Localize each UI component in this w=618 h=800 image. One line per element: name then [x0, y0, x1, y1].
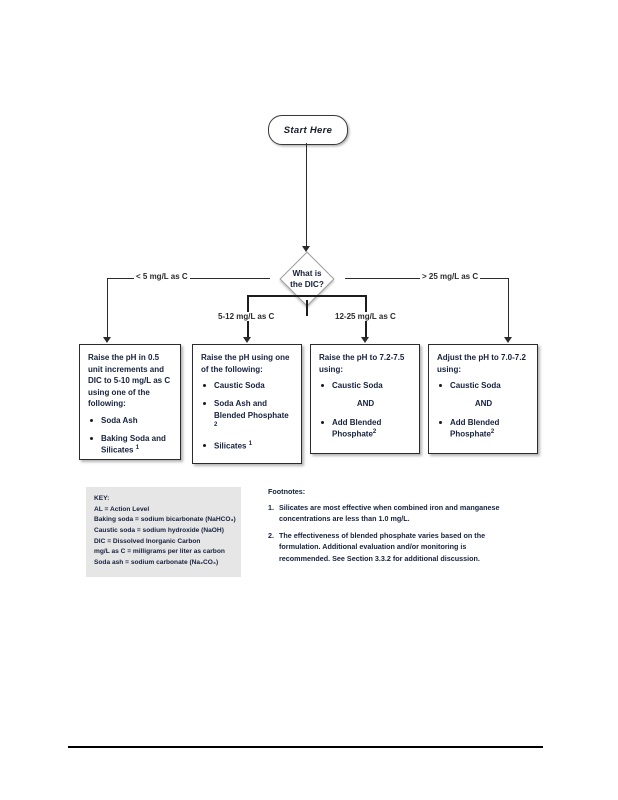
branch-label-mid-right: 12-25 mg/L as C [333, 312, 398, 321]
action-box-1-heading: Raise the pH in 0.5 unit increments and … [88, 353, 171, 409]
action-box-3: Raise the pH to 7.2-7.5 using: Caustic S… [310, 344, 420, 454]
action-box-4-conjunction: AND [474, 399, 493, 409]
key-line-5: mg/L as C = milligrams per liter as carb… [94, 548, 225, 556]
key-line-3: Caustic soda = sodium hydroxide (NaOH) [94, 527, 224, 535]
start-node-label: Start Here [283, 124, 333, 136]
action-box-2-item-3: Silicates 1 [201, 440, 294, 452]
branch-label-left: < 5 mg/L as C [134, 272, 190, 281]
action-box-2-list: Caustic Soda Soda Ash and Blended Phosph… [201, 380, 294, 451]
action-box-3-conjunction: AND [356, 399, 375, 409]
action-box-4-heading: Adjust the pH to 7.0-7.2 using: [437, 353, 526, 374]
action-box-2-item-2: Soda Ash and Blended Phosphate 2 [201, 398, 294, 432]
footnote-ref-2b: 2 [372, 428, 377, 435]
action-box-4: Adjust the pH to 7.0-7.2 using: Caustic … [428, 344, 538, 454]
connector-middle-horizontal [247, 295, 366, 297]
branch-label-mid-left: 5-12 mg/L as C [216, 312, 277, 321]
connector-start-to-decision [306, 143, 308, 247]
footnote-item-1: Silicates are most effective when combin… [268, 502, 500, 524]
key-line-2: Baking soda = sodium bicarbonate (NaHCO₃… [94, 516, 236, 524]
connector-left-vertical [107, 278, 109, 340]
arrowhead-box-3 [361, 337, 369, 343]
decision-node-label: What is the DIC? [290, 268, 324, 289]
action-box-2-heading: Raise the pH using one of the following: [201, 353, 290, 374]
action-box-4-item-1: Caustic Soda [437, 380, 530, 391]
action-box-1-item-2: Baking Soda and Silicates 1 [88, 433, 173, 456]
connector-right-vertical [508, 278, 510, 340]
footnote-item-2: The effectiveness of blended phosphate v… [268, 530, 486, 563]
key-line-4: DIC = Dissolved Inorganic Carbon [94, 537, 201, 545]
footnote-ref-2c: 2 [490, 428, 495, 435]
action-box-3-heading: Raise the pH to 7.2-7.5 using: [319, 353, 405, 374]
footnotes-block: Footnotes: Silicates are most effective … [268, 487, 508, 570]
footnote-ref-2: 2 [214, 421, 218, 428]
action-box-1: Raise the pH in 0.5 unit increments and … [79, 344, 181, 460]
footer-divider [68, 746, 543, 748]
action-box-3-item-1: Caustic Soda [319, 380, 412, 391]
key-line-1: AL = Action Level [94, 505, 150, 513]
action-box-1-list: Soda Ash Baking Soda and Silicates 1 [88, 415, 173, 456]
key-line-6: Soda ash = sodium carbonate (Na₂CO₃) [94, 559, 219, 567]
action-box-3-item-2: Add Blended Phosphate2 [319, 417, 412, 440]
action-box-4-list: Caustic Soda AND Add Blended Phosphate2 [437, 380, 530, 439]
start-node: Start Here [268, 115, 348, 145]
arrowhead-decision [302, 246, 310, 252]
decision-node: What is the DIC? [267, 251, 347, 307]
footnote-ref-1b: 1 [248, 440, 253, 447]
action-box-4-item-2: Add Blended Phosphate2 [437, 417, 530, 440]
connector-middle-stem [306, 300, 308, 316]
footnote-ref-1: 1 [135, 445, 140, 452]
footnotes-list: Silicates are most effective when combin… [268, 502, 508, 564]
footnotes-title: Footnotes: [268, 487, 306, 496]
arrowhead-box-2 [243, 337, 251, 343]
branch-label-right: > 25 mg/L as C [420, 272, 481, 281]
arrowhead-box-1 [103, 337, 111, 343]
arrowhead-box-4 [504, 337, 512, 343]
key-title: KEY: [94, 495, 110, 502]
action-box-1-item-1: Soda Ash [88, 415, 173, 426]
action-box-2-item-1: Caustic Soda [201, 380, 294, 391]
action-box-2: Raise the pH using one of the following:… [192, 344, 302, 464]
action-box-3-list: Caustic Soda AND Add Blended Phosphate2 [319, 380, 412, 439]
key-legend: KEY: AL = Action Level Baking soda = sod… [86, 487, 241, 577]
